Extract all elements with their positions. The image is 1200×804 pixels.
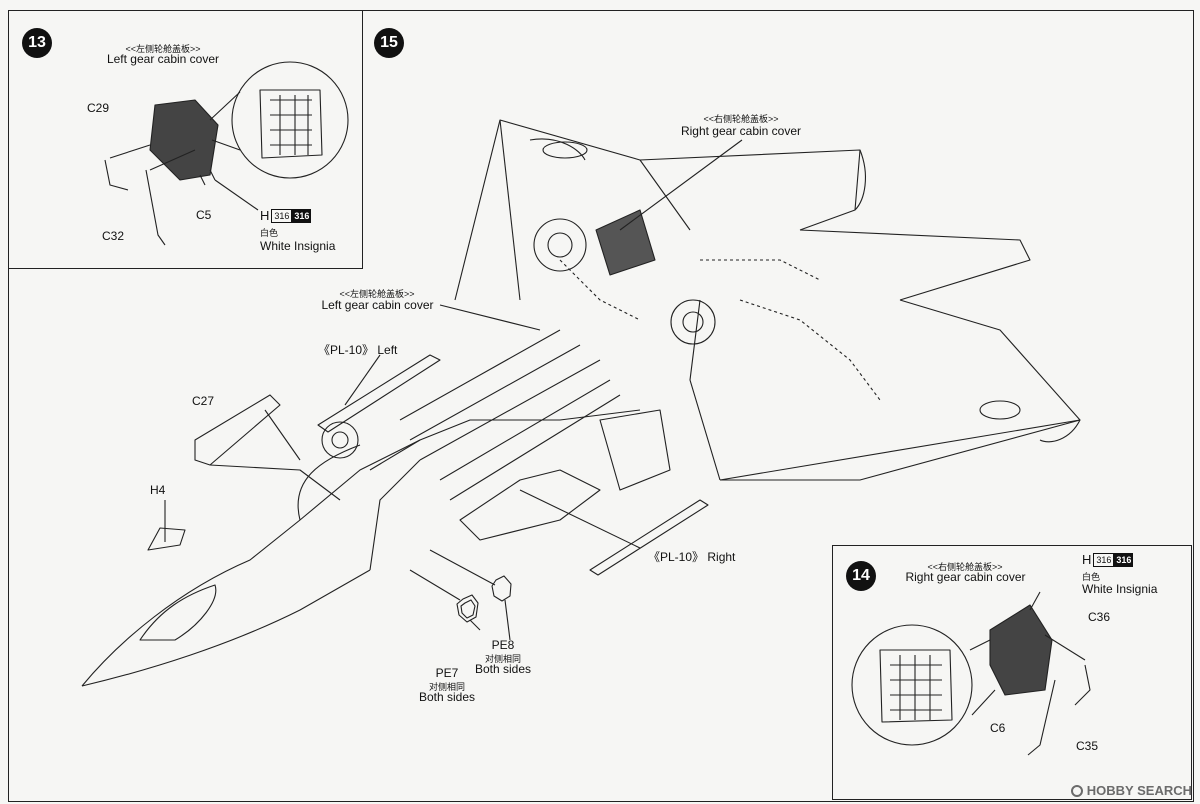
step14-detail-circle [851,624,973,746]
step14-paint-cn: 白色 [1082,572,1101,582]
paint-h: H [1082,552,1092,567]
pe8-label-en: Both sides [474,662,532,676]
c6-part [1027,679,1056,756]
part-c36-label: C36 [1088,610,1111,624]
step14-paint-code: H 316 316 [1082,552,1134,567]
pe8-label: PE8 [491,638,515,652]
c32-part [104,159,129,191]
left-wing [454,119,691,301]
step-15-badge: 15 [374,28,404,58]
c35-part [1074,664,1091,706]
part-c32-label: C32 [102,229,125,243]
c5-part [145,169,166,246]
right-cover-label-en: Right gear cabin cover [680,124,802,138]
wheel-3 [321,421,359,459]
step13-paint-en: White Insignia [260,239,336,253]
hobbysearch-logo-icon [1070,784,1083,797]
h4-part [147,527,186,551]
part-c5-label: C5 [196,208,212,222]
fuselage-outline [81,439,421,687]
step13-detail-circle [231,61,349,179]
step14-paint-en: White Insignia [1082,582,1158,596]
step14-cover-label-cn: <<右侧轮舱盖板>> [927,562,1003,572]
pe7-label: PE7 [435,666,459,680]
tail-fin [799,229,1031,301]
pl10-left-missile [317,354,441,433]
paint-code-outline: 316 [271,208,293,223]
paint-code-outline: 316 [1093,552,1115,567]
pl10-left-label: 《PL-10》 Left [318,343,398,357]
step13-inset-frame [8,10,363,269]
step-14-badge: 14 [846,561,876,591]
c27-panel [194,394,281,466]
fuselage-lower [81,569,371,687]
page-frame [8,10,1194,802]
pe7-label-en: Both sides [418,690,476,704]
part-h4-label: H4 [150,483,166,497]
pe7-hex [456,594,479,623]
right-cover-label-cn: <<右侧轮舱盖板>> [703,114,779,124]
step13-cover-label-cn: <<左侧轮舱盖板>> [125,44,201,54]
pl10-right-missile [589,499,709,576]
pe8-hex [491,575,512,602]
step-13-badge: 13 [22,28,52,58]
right-wing [719,419,1081,481]
c29-cover [149,99,219,181]
part-c27-label: C27 [192,394,215,408]
part-c29-label: C29 [87,101,110,115]
left-cover-label-en: Left gear cabin cover [321,298,434,312]
paint-code-filled: 316 [1114,552,1134,567]
wheel-2 [670,299,716,345]
c36-cover [989,604,1053,696]
step13-paint-code: H 316 316 [260,208,312,223]
paint-h: H [260,208,270,223]
pe7-label-cn: 对侧相同 [428,682,465,692]
part-c6-label: C6 [990,721,1006,735]
step14-cover-label-en: Right gear cabin cover [905,570,1026,584]
watermark-text: HOBBY SEARCH [1086,783,1192,798]
pe8-label-cn: 对侧相同 [484,654,521,664]
wheel-1 [533,218,587,272]
left-cover-label-cn: <<左侧轮舱盖板>> [339,289,415,299]
part-c35-label: C35 [1076,739,1099,753]
step13-paint-cn: 白色 [260,228,279,238]
canopy [139,584,217,641]
step13-cover-label-en: Left gear cabin cover [106,52,220,66]
watermark: HOBBY SEARCH [1070,783,1192,798]
pl10-right-label: 《PL-10》 Right [648,550,736,564]
paint-code-filled: 316 [292,208,312,223]
